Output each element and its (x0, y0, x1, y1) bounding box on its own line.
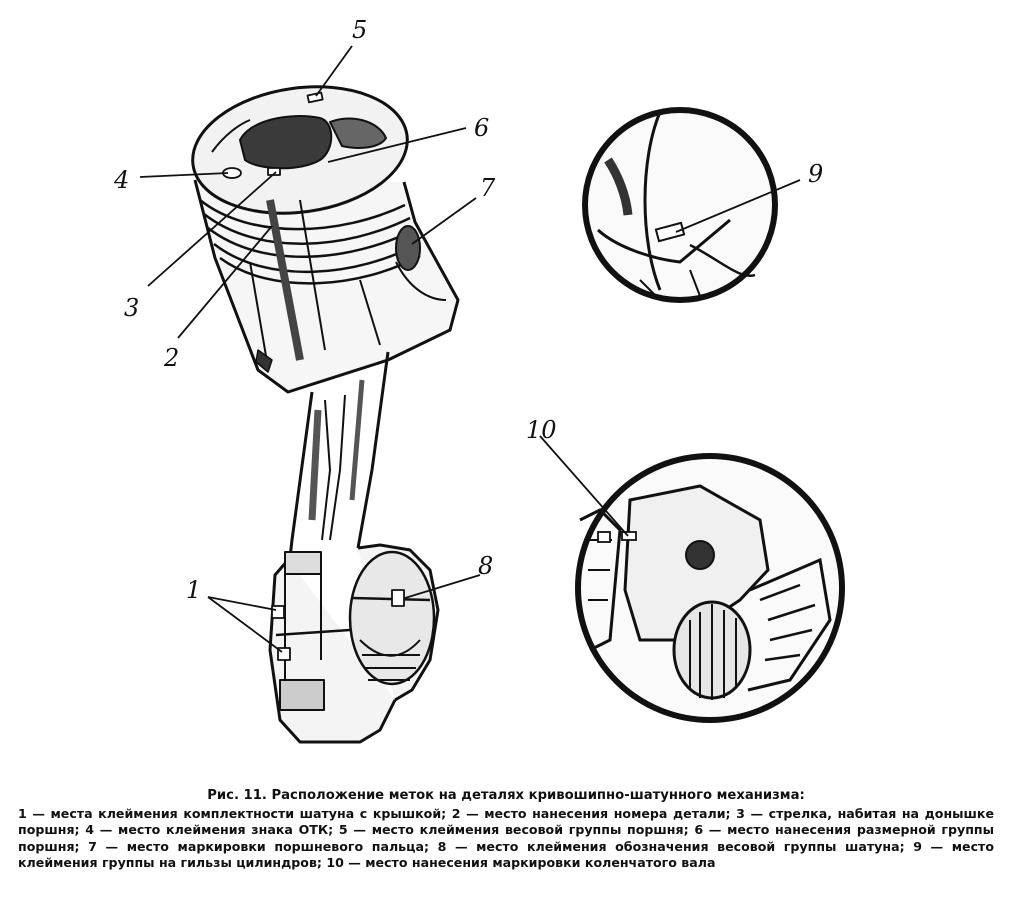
diagram-canvas: 5 6 4 7 3 2 1 8 9 10 (113, 16, 845, 744)
leader-lines (139, 45, 801, 653)
label-4: 4 (113, 166, 129, 194)
label-5: 5 (352, 16, 367, 44)
label-2: 2 (163, 344, 179, 372)
label-3: 3 (124, 294, 139, 322)
label-6: 6 (474, 114, 489, 142)
label-10: 10 (526, 416, 557, 444)
figure-caption: Рис. 11. Расположение меток на деталях к… (18, 788, 994, 872)
caption-title: Рис. 11. Расположение меток на деталях к… (207, 788, 805, 803)
label-9: 9 (808, 160, 823, 188)
piston-drawing (191, 85, 460, 394)
label-7: 7 (480, 174, 496, 202)
connecting-rod-drawing (268, 351, 440, 744)
label-8: 8 (478, 552, 493, 580)
crankshaft-detail-circle (575, 453, 845, 723)
label-1: 1 (186, 576, 201, 604)
liner-detail-circle (582, 107, 778, 303)
caption-body: 1 — места клеймения комплектности шатуна… (18, 805, 994, 871)
